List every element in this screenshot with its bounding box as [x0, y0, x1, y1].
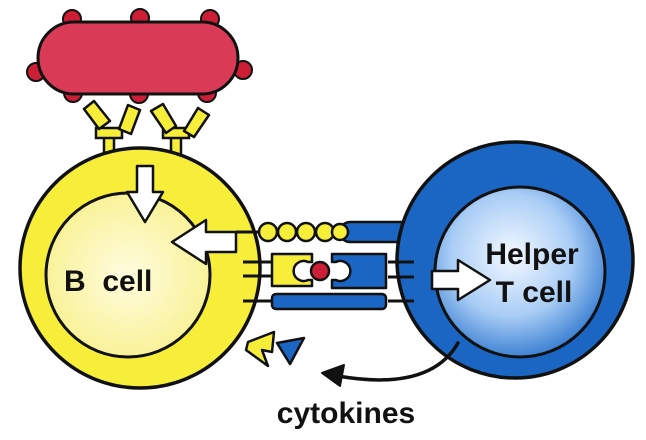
bacterium	[26, 8, 253, 104]
peptide-bead	[276, 221, 298, 243]
b-cell-receptor	[82, 99, 142, 140]
b-cell-surface-lines	[236, 230, 272, 303]
t-cell-surface-lines	[388, 260, 414, 303]
cytokine-triangle-icon	[275, 336, 306, 366]
presented-antigen	[309, 260, 331, 282]
b-cell-label: B cell	[64, 265, 152, 298]
peptide-chain	[257, 221, 350, 243]
signal-arrow-left-icon	[170, 218, 238, 266]
cytokine-receptor	[244, 330, 276, 368]
cytokine-arrowhead-icon	[321, 364, 345, 387]
mhc-molecule	[270, 252, 314, 288]
activation-arrow-icon	[430, 258, 492, 302]
cytokine-signal	[275, 336, 460, 387]
cytokine-arrow	[336, 341, 460, 382]
helper-t-cell-label-line2: T cell	[496, 276, 573, 309]
bacterium-body	[36, 20, 240, 96]
cell-interface	[257, 221, 388, 311]
adhesion-bar	[270, 292, 388, 311]
b-cell-receptor	[149, 102, 211, 140]
b-cell	[18, 99, 276, 390]
peptide-bead	[295, 221, 317, 243]
internalization-arrow-icon	[125, 164, 165, 224]
peptide-bead	[330, 222, 350, 242]
cytokines-label: cytokines	[277, 397, 415, 430]
helper-t-cell	[338, 140, 635, 380]
helper-t-cell-label-line1: Helper	[485, 238, 579, 271]
peptide-bead	[257, 221, 279, 243]
t-cell-receptor	[330, 252, 388, 290]
